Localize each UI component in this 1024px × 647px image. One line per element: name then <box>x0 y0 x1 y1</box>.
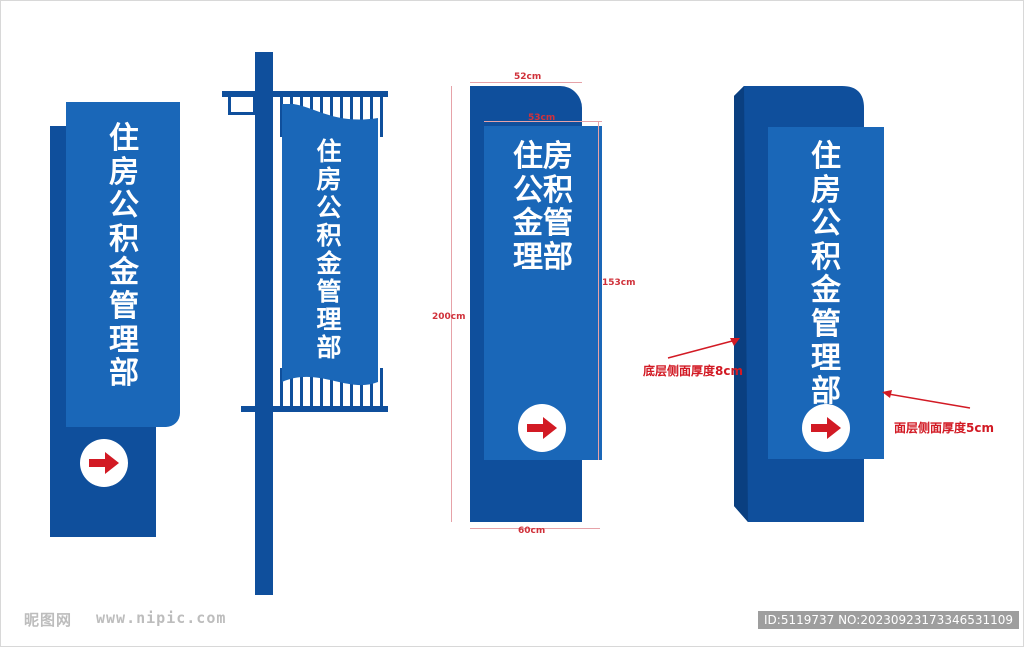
dim-panel-width: 53cm <box>528 113 556 123</box>
dim-base-width: 60cm <box>518 526 546 536</box>
sign-1-title: 住房公积金管理部 <box>109 121 139 392</box>
sign-2-ornament <box>228 97 256 115</box>
sign-2-pole <box>255 52 273 595</box>
dim-panel-height: 153cm <box>602 278 636 288</box>
dim-line-panel <box>484 121 602 122</box>
dim-line-base <box>470 528 600 529</box>
right-arrow-icon <box>802 404 850 452</box>
dim-top-width: 52cm <box>514 72 542 82</box>
right-arrow-icon <box>518 404 566 452</box>
note-arrow-right <box>882 390 971 409</box>
image-id-label: ID:5119737 NO:20230923173346531109 <box>758 611 1020 629</box>
sign-4-title: 住房公积金管理部 <box>811 139 841 410</box>
watermark-logo: 昵图网 <box>24 611 73 629</box>
dim-line-panel-height <box>598 121 599 460</box>
note-arrow-left <box>667 338 740 359</box>
note-panel-thickness: 面层侧面厚度5cm <box>894 421 994 435</box>
sign-2-title: 住房公积金管理部 <box>316 137 342 362</box>
sign-2-bottom-railing <box>280 368 383 408</box>
dim-line-top <box>470 82 582 83</box>
dim-line-total <box>451 86 452 522</box>
note-base-thickness: 底层侧面厚度8cm <box>643 364 743 378</box>
sign-2-banner <box>282 104 378 386</box>
sign-1-front-panel <box>66 102 180 427</box>
sign-4-panel <box>768 127 884 459</box>
dim-total-height: 200cm <box>432 312 466 322</box>
watermark-url: www.nipic.com <box>96 609 227 627</box>
sign-3-title: 住房公积金管理部 <box>513 139 573 275</box>
sign-2-top-bar <box>222 91 388 97</box>
right-arrow-icon <box>80 439 128 487</box>
sign-2-bottom-bar <box>241 406 388 412</box>
